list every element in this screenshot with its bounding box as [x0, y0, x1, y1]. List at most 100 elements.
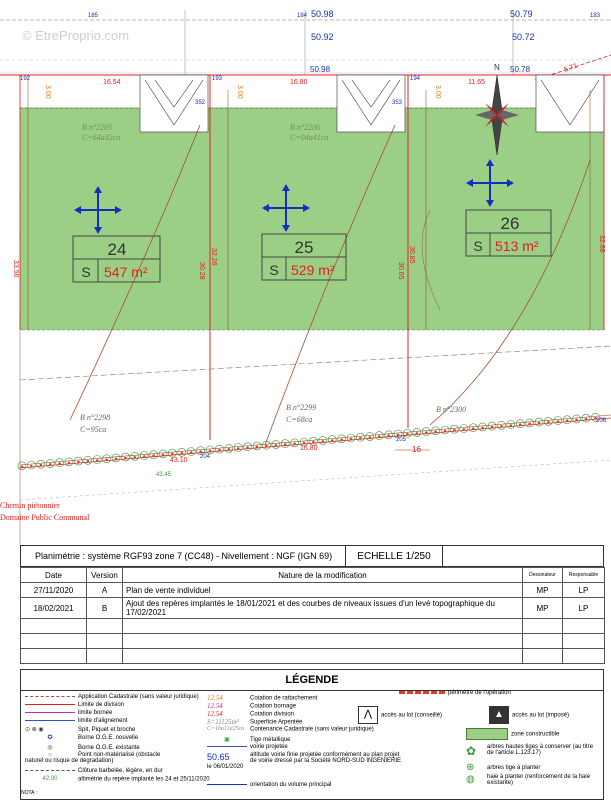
revision-table: Date Version Nature de la modification D…: [20, 567, 605, 664]
legend-oge-new: ✪Borne O.G.E. nouvelle: [25, 734, 138, 741]
hedge-tree: [365, 432, 375, 441]
access-lot-24: [139, 74, 209, 133]
rev-version: A: [86, 582, 123, 598]
alt-top-2: 50.92: [311, 32, 334, 42]
hedge-dot: [77, 460, 80, 464]
lot-24-label: 24 S 547 m²: [72, 235, 161, 283]
lot-26-area: 513 m²: [495, 238, 539, 254]
hedge-dot: [490, 425, 494, 429]
superficie-sample: S=11125m²: [207, 718, 239, 726]
legend-text: Tige métallique: [250, 737, 291, 744]
hedge-dot: [152, 454, 155, 458]
hedge-tree: [74, 456, 83, 466]
hedge-dot: [321, 440, 325, 443]
side-length-3: 30.28: [198, 262, 205, 280]
hedge-dot: [396, 433, 400, 437]
oge-new-icon: ✪: [47, 735, 53, 741]
legend-text: voirie projetée: [250, 744, 288, 750]
hedge-tree: [356, 432, 365, 442]
legend-text: Cotation bornage: [250, 703, 297, 710]
legend-title: LÉGENDE: [21, 670, 603, 691]
hedge-tree: [45, 459, 55, 468]
hedge-dot: [584, 417, 588, 421]
hedge-tree: [384, 430, 393, 440]
lot-26-number: 26: [501, 214, 520, 233]
hedge-dot: [114, 457, 118, 461]
division-sample: 12.54: [207, 710, 223, 718]
hedge-tree: [591, 412, 600, 422]
table-row: 27/11/2020 A Plan de vente individuel MP…: [20, 582, 605, 598]
fence-swatch: [25, 769, 75, 771]
legend-zone: zone constructible: [466, 728, 559, 740]
rev-date: 27/11/2020: [20, 582, 87, 598]
footpath-label: Chemin piétonnier: [0, 501, 60, 510]
hedge-tree: [233, 443, 243, 452]
rear-width-1: 43.10: [170, 457, 188, 464]
hedge-dot: [340, 438, 343, 442]
site-plan: © EtreProprio.com 185 184 183 50.98 50.9…: [0, 9, 611, 545]
point-193: 193: [212, 76, 223, 82]
rev-nature: Plan de vente individuel: [122, 582, 523, 598]
rear-width-3: 16: [412, 445, 421, 454]
legend-division: Limite de division: [25, 702, 124, 708]
alt-top-1: 50.98: [311, 9, 334, 19]
cadastre-2298-area: C=95ca: [80, 425, 106, 434]
rev-head-draw: Dessinateur: [522, 567, 563, 583]
hedge-tree: [318, 436, 328, 445]
lot-26-s: S: [473, 238, 482, 254]
legend-voirie: voirie projetée: [207, 744, 288, 750]
point-185: 185: [88, 13, 99, 19]
contenance-sample: C=1ha11a25ca: [207, 726, 245, 732]
legend-text: Limite de division: [78, 702, 125, 708]
title-block: Planimétrie : système RGF93 zone 7 (CC48…: [20, 545, 604, 567]
bornee-swatch: [25, 711, 75, 713]
setback-3: 3.00: [434, 85, 441, 99]
hedge-dot: [86, 460, 90, 463]
rev-date: 18/02/2021: [20, 597, 87, 619]
orientation-swatch: [207, 783, 247, 785]
legend-text: Cotation de rattachement: [250, 695, 318, 702]
hedge-tree: [478, 422, 487, 432]
hedge-tree: [440, 425, 450, 435]
zone-swatch: [466, 728, 508, 740]
hedge-tree: [421, 427, 431, 436]
hedge-tree: [177, 447, 187, 457]
side-length-2: 32.26: [210, 248, 217, 266]
hedge-dot: [274, 444, 278, 447]
rev-head-resp: Responsable: [562, 567, 605, 583]
alt-top-4: 50.72: [512, 32, 535, 42]
legend-fence: Clôture barbelée, légère, en dur: [25, 768, 163, 774]
legend-text: Clôture barbelée, légère, en dur: [78, 768, 163, 774]
hedge-dot: [189, 451, 193, 454]
hedge-dot: [415, 432, 419, 435]
hedge-tree: [196, 446, 205, 456]
cross-marker-26: [466, 159, 514, 207]
rev-head-version: Version: [86, 567, 123, 583]
front-width-3: 11.65: [468, 79, 485, 86]
hedge-tree: [487, 421, 497, 431]
hedge-dot: [20, 465, 24, 469]
hedge-tree: [515, 419, 525, 429]
legend-text: Point non-matérialisé (obstacle naturel …: [25, 752, 161, 764]
side-length-4: 30.85: [408, 246, 415, 264]
tree-plant-icon: ⊕: [466, 762, 475, 773]
cadastre-2205: B n°2205: [82, 123, 112, 132]
front-width-2: 16.80: [290, 79, 308, 86]
cadastre-2299: B n°2299: [286, 403, 316, 412]
rev-draw: MP: [522, 582, 563, 598]
north-arrow-icon: [475, 74, 519, 156]
cadastre-2298: B n°2298: [80, 413, 110, 422]
hedge-tree: [252, 441, 262, 451]
legend-alignment: limite d'alignement: [25, 718, 128, 724]
hedge-tree: [374, 431, 384, 440]
hedge-dot: [462, 428, 466, 431]
alignment-swatch: [25, 719, 75, 721]
legend-perimeter: périmètre de l'opération: [399, 690, 511, 696]
hedge-tree: [111, 453, 121, 463]
hedge-tree: [280, 439, 290, 448]
hedge-dot: [312, 440, 315, 444]
